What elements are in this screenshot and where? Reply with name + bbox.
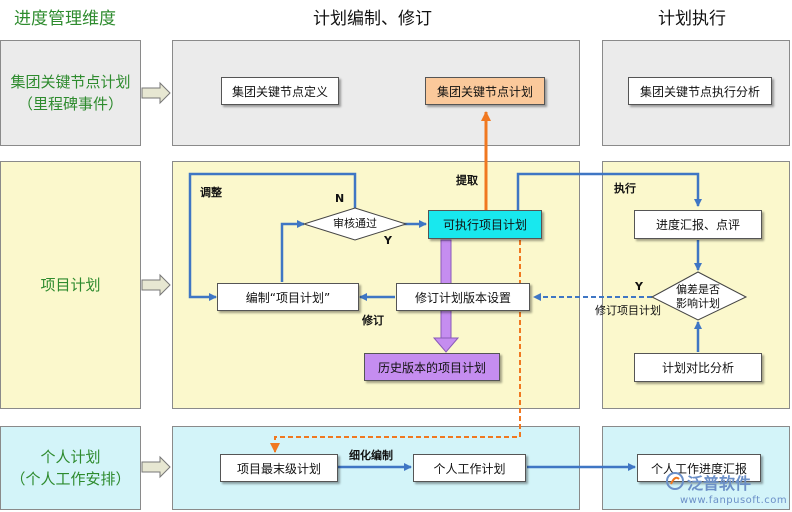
review-diamond-text: 审核通过: [333, 217, 377, 230]
row-group-label: 集团关键节点计划 （里程碑事件）: [0, 40, 141, 146]
label-revise-project-plan: 修订项目计划: [595, 304, 661, 317]
plan-edit-header: 计划编制、修订: [313, 9, 432, 29]
plan-exec-header: 计划执行: [658, 9, 726, 29]
label-n: N: [335, 192, 345, 205]
fanpu-logo-icon: [666, 472, 684, 490]
deviation-diamond-text: 偏差是否 影响计划: [676, 283, 720, 310]
plan-compare-analysis[interactable]: 计划对比分析: [634, 353, 762, 382]
lowest-level-project-plan[interactable]: 项目最末级计划: [220, 454, 338, 482]
label-extract: 提取: [456, 174, 478, 187]
personal-work-progress-report[interactable]: 个人工作进度汇报: [637, 454, 761, 482]
row-hollow-arrows: [141, 81, 171, 479]
dimension-header: 进度管理维度: [14, 9, 116, 29]
label-revise: 修订: [362, 314, 384, 327]
label-adjust: 调整: [200, 186, 222, 199]
compile-project-plan[interactable]: 编制“项目计划”: [217, 283, 359, 311]
executable-project-plan[interactable]: 可执行项目计划: [428, 210, 542, 239]
revise-plan-version[interactable]: 修订计划版本设置: [396, 283, 530, 311]
watermark-url: www.fanpusoft.com: [680, 495, 788, 506]
group-node-plan[interactable]: 集团关键节点计划: [425, 77, 545, 105]
history-project-plan[interactable]: 历史版本的项目计划: [364, 353, 500, 381]
label-execute: 执行: [614, 182, 636, 195]
group-exec-analysis[interactable]: 集团关键节点执行分析: [628, 77, 772, 105]
row-project-label: 项目计划: [0, 161, 141, 409]
deviation-diamond: [650, 271, 748, 321]
watermark-brand: 泛普软件: [687, 474, 752, 493]
label-refine: 细化编制: [349, 449, 393, 462]
label-y-review: Y: [384, 234, 392, 247]
review-diamond: [302, 207, 408, 241]
label-y-deviation: Y: [635, 280, 643, 293]
row-personal-label: 个人计划 （个人工作安排）: [0, 426, 141, 510]
personal-work-plan[interactable]: 个人工作计划: [413, 454, 526, 482]
group-node-definition[interactable]: 集团关键节点定义: [221, 77, 339, 105]
progress-report-review[interactable]: 进度汇报、点评: [634, 210, 762, 239]
